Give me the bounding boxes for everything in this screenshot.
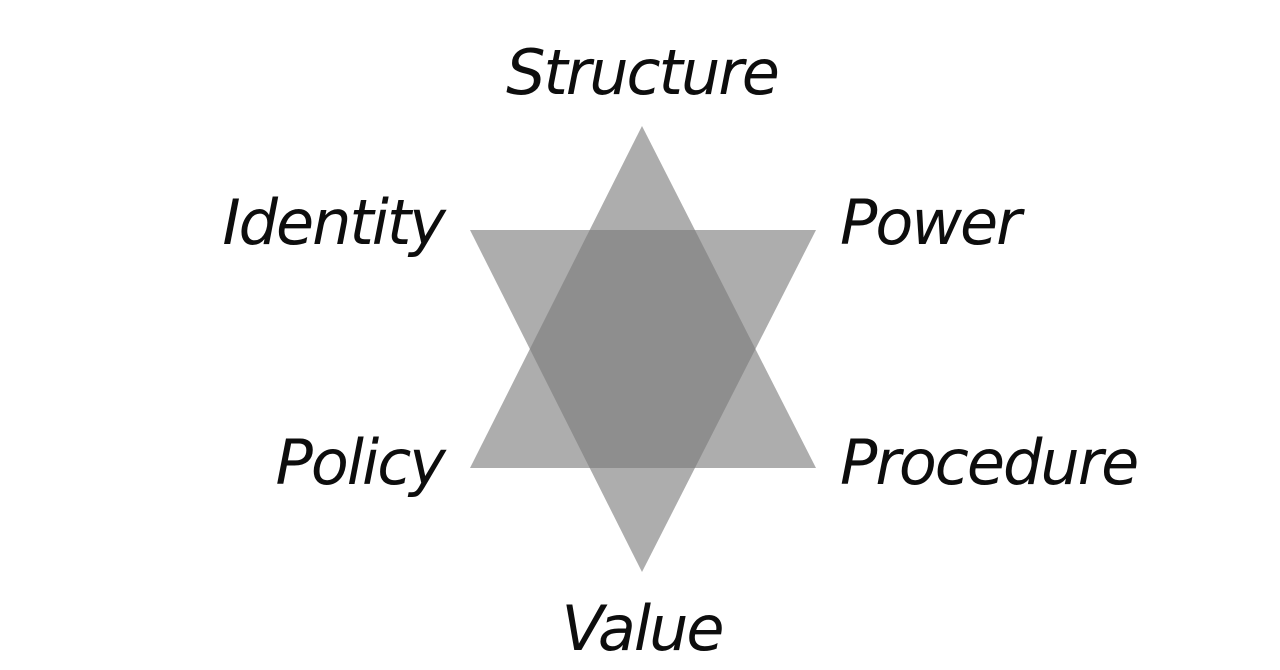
label-power: Power [840, 186, 1022, 259]
label-policy: Policy [275, 426, 446, 499]
label-procedure: Procedure [840, 426, 1139, 499]
downward-triangle [470, 230, 816, 572]
label-structure: Structure [506, 36, 780, 109]
label-identity: Identity [222, 186, 446, 259]
label-value: Value [561, 592, 724, 665]
